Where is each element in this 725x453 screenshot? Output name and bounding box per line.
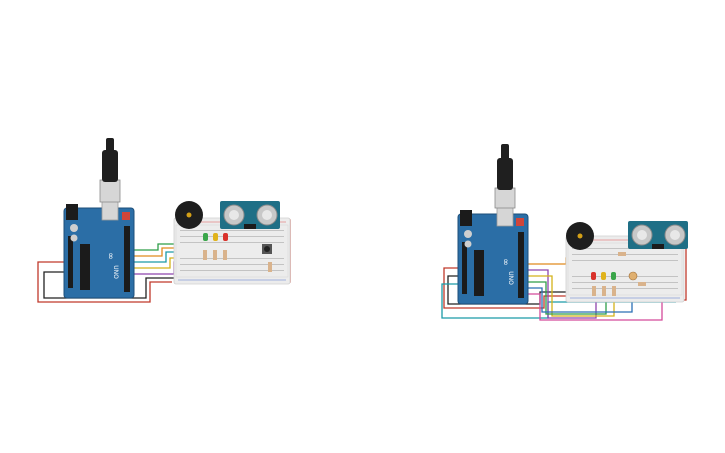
capacitor [464,240,472,248]
circuit-1[interactable]: ∞ UNO [37,138,291,303]
capacitor [70,234,78,242]
resistor-group-2 [592,252,646,296]
arduino-uno-1[interactable]: ∞ UNO [63,199,135,299]
led-icon [213,233,218,241]
ultrasonic-sensor-icon[interactable] [220,201,280,229]
resistor-icon [612,286,616,296]
chip [474,250,484,296]
resistor-icon [638,282,646,286]
ultrasonic-sensor-icon[interactable] [628,221,688,249]
led-icon [203,233,208,241]
led-icon [223,233,228,241]
power-jack [460,210,472,226]
led-group-1 [203,233,228,241]
header-power [68,236,73,288]
led-group-2 [591,272,616,280]
led-icon [601,272,606,280]
header-power [462,242,467,294]
usb-cable-icon [99,138,121,203]
wire-purple-2 [526,269,597,319]
resistor-icon [592,286,596,296]
resistor-icon [268,262,272,272]
buzzer-icon[interactable] [175,201,203,229]
circuit-2[interactable]: ∞ UNO [441,144,688,321]
resistor-group-1 [203,250,272,272]
wire-blue-2 [526,286,633,313]
wire-yellow-2 [526,275,615,317]
resistor-icon [223,250,227,260]
power-jack [66,204,78,220]
arduino-logo: ∞ [105,252,115,260]
led-icon [591,272,596,280]
buzzer-icon[interactable] [566,222,594,250]
usb-port [496,205,514,227]
header-digital [518,232,524,298]
arduino-model-label: UNO [507,271,514,285]
breadboard-holes [180,230,284,271]
resistor-icon [213,250,217,260]
capacitor [464,230,472,238]
photoresistor-icon[interactable] [628,271,638,281]
capacitor [70,224,78,232]
breadboard-2 [565,235,685,303]
resistor-icon [602,286,606,296]
usb-cable-icon [494,144,516,209]
arduino-model-label: UNO [112,265,119,279]
led-icon [611,272,616,280]
resistor-icon [618,252,626,256]
wire-red-1 [37,261,172,303]
resistor-icon [203,250,207,260]
arduino-logo: ∞ [500,258,510,266]
header-digital [124,226,130,292]
pushbutton-icon[interactable] [262,244,272,254]
usb-port [101,199,119,221]
reset-button [122,212,130,220]
reset-button [516,218,524,226]
wire-green-2 [526,281,607,315]
arduino-uno-2[interactable]: ∞ UNO [457,205,529,305]
chip [80,244,90,290]
